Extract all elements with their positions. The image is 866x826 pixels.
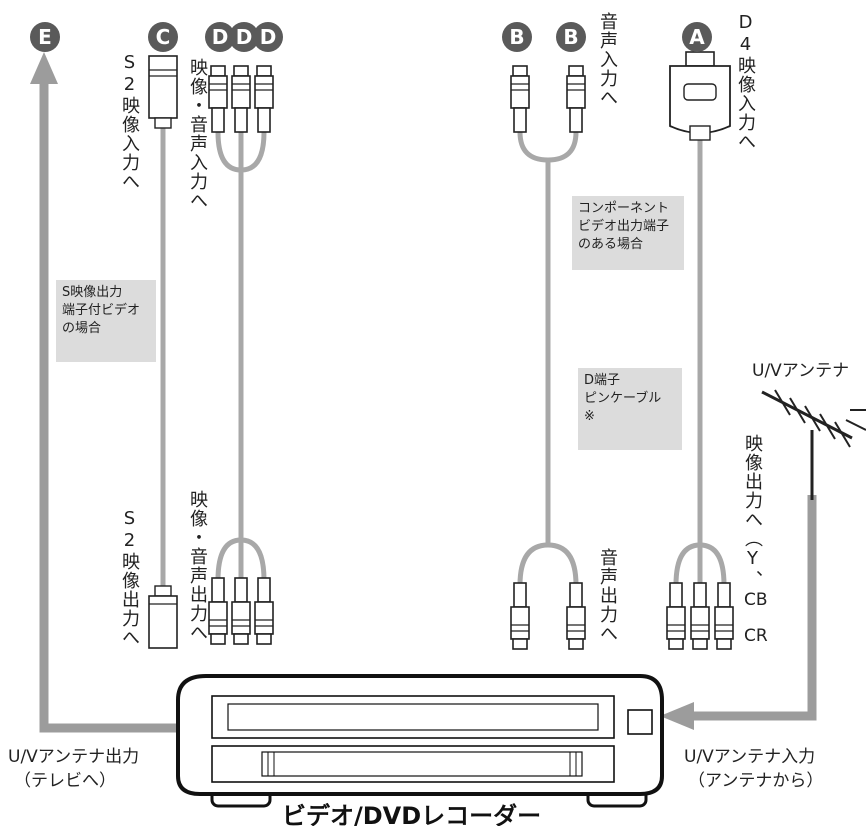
note-component-line-1: コンポーネント <box>578 201 670 216</box>
label-audio-in: 音声入力へ <box>597 12 618 107</box>
badge-c: C <box>148 22 178 52</box>
audio-cable <box>510 65 586 650</box>
note-s-video: S映像出力 端子付ビデオ の場合 <box>56 280 156 362</box>
label-av-in: 映像・音声入力へ <box>187 58 208 210</box>
label-cr: CR <box>744 626 768 646</box>
note-d-cable-line-1: D端子 <box>584 373 621 388</box>
note-d-cable-line-3: ※ <box>584 409 595 424</box>
label-s2-video-in: S2映像入力へ <box>119 52 140 191</box>
label-audio-out: 音声出力へ <box>597 548 618 643</box>
badge-d-1: D <box>205 22 235 52</box>
label-s2-video-out: S2映像出力へ <box>119 508 140 647</box>
antenna-input-arrow <box>660 495 817 730</box>
badge-d-3: D <box>253 22 283 52</box>
badge-e: E <box>30 22 60 52</box>
label-antenna-in-note: （アンテナから） <box>688 771 824 791</box>
label-antenna: U/Vアンテナ <box>752 361 850 381</box>
antenna-output-arrow <box>30 52 200 733</box>
badge-b-2: B <box>556 22 586 52</box>
note-s-video-line-1: S映像出力 <box>62 285 123 300</box>
antenna-icon <box>761 389 866 500</box>
badge-b-1: B <box>502 22 532 52</box>
label-antenna-out: U/Vアンテナ出力 <box>8 747 140 767</box>
note-d-cable: D端子 ピンケーブル ※ <box>578 368 682 450</box>
recorder-icon <box>176 674 664 808</box>
note-s-video-line-3: の場合 <box>62 321 102 336</box>
label-av-out: 映像・音声出力へ <box>187 490 208 642</box>
d-terminal-cable <box>666 51 734 650</box>
note-d-cable-line-2: ピンケーブル <box>584 391 662 406</box>
note-s-video-line-2: 端子付ビデオ <box>62 303 141 318</box>
label-video-out: 映像出力へ（Y、 <box>742 434 763 589</box>
s-video-cable <box>148 55 178 649</box>
note-component-line-3: のある場合 <box>578 237 644 252</box>
label-cb: CB <box>744 590 768 610</box>
label-antenna-in: U/Vアンテナ入力 <box>684 747 816 767</box>
note-component: コンポーネント ビデオ出力端子 のある場合 <box>572 196 684 270</box>
recorder-label: ビデオ/DVDレコーダー <box>282 802 542 826</box>
label-antenna-out-note: （テレビへ） <box>14 771 116 791</box>
badge-a: A <box>682 22 712 52</box>
label-d4-in: D4映像入力へ <box>735 12 756 151</box>
note-component-line-2: ビデオ出力端子 <box>578 219 670 234</box>
av-cable <box>208 65 274 645</box>
